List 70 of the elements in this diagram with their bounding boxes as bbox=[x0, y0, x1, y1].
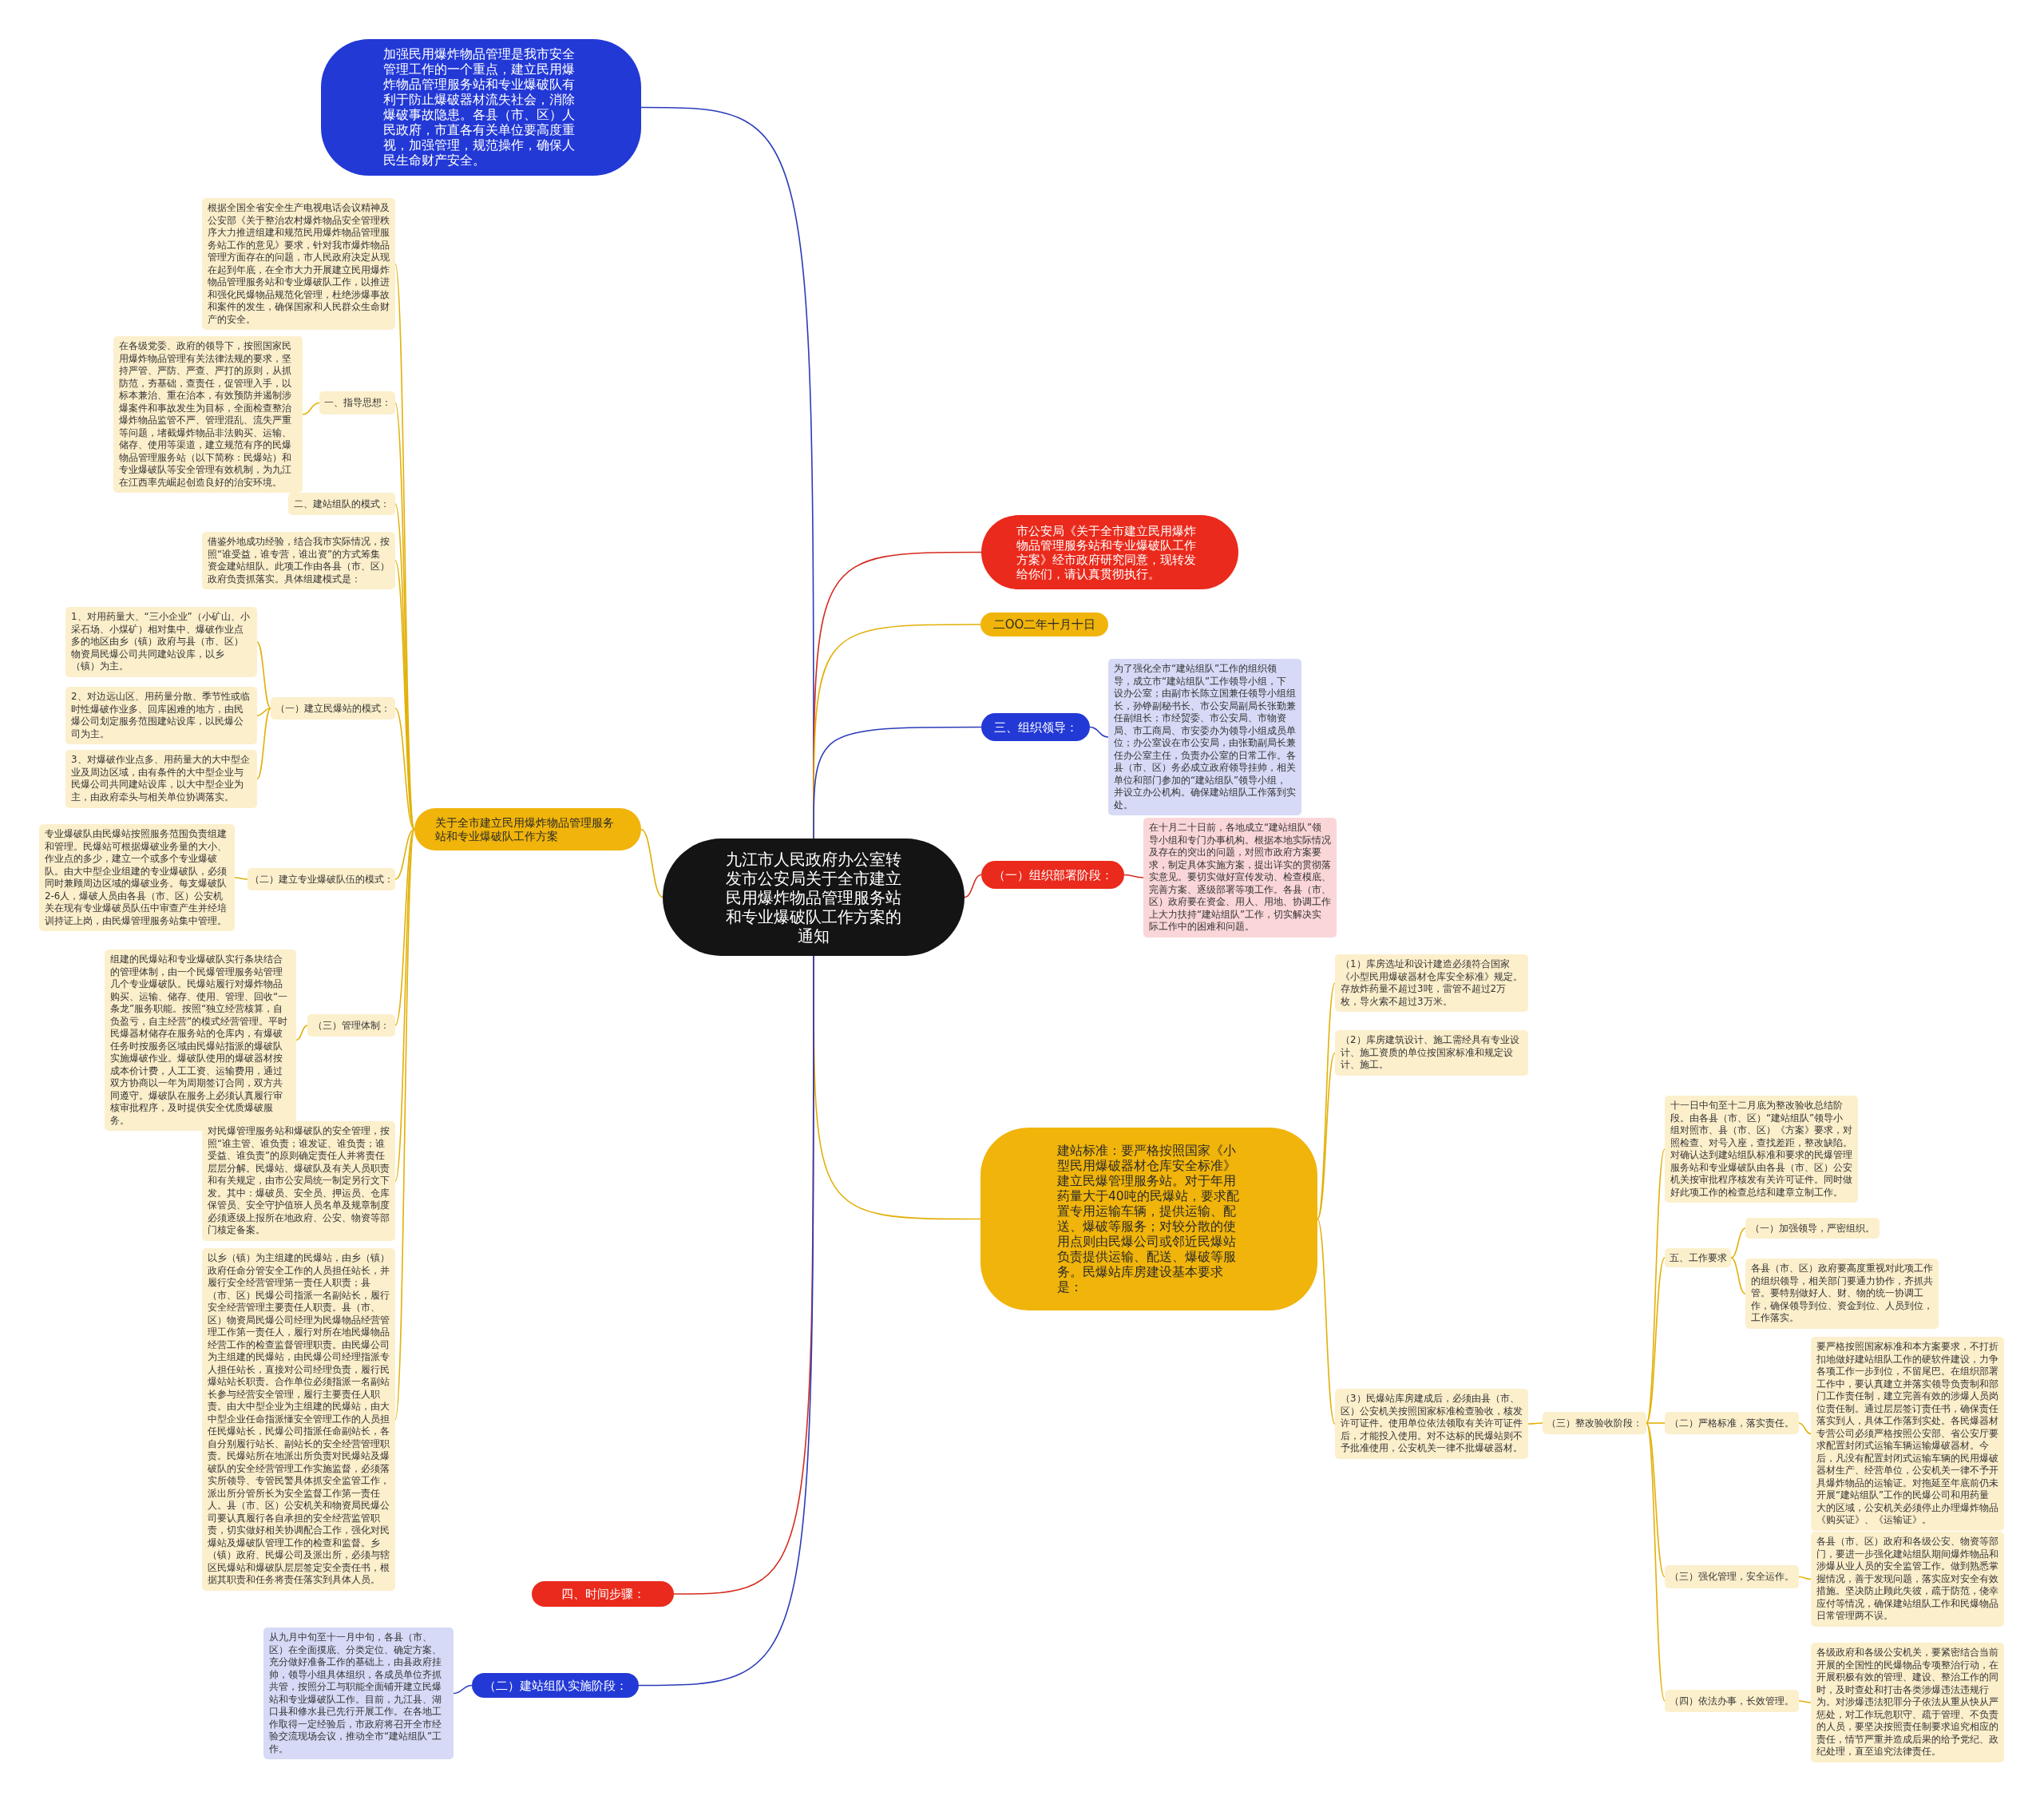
note-box: 各县（市、区）政府和各级公安、物资等部门，要进一步强化建站组队期间爆炸物品和涉爆从业人员的安全监管工作。做到熟悉掌握情况，善于发现问题，落实应对安全有效措施。坚决防止顾此失彼，疏于防范，侥幸应付等情况，确保建站组队工作和民爆物品日常管理两不误。 bbox=[1811, 1532, 2004, 1627]
connector-line bbox=[453, 1684, 473, 1695]
note-box: （2）库房建筑设计、施工需经具有专业设计、施工资质的单位按国家标准和规定设计、施工。 bbox=[1335, 1030, 1528, 1076]
central-topic: 九江市人民政府办公室转发市公安局关于全市建立民用爆炸物品管理服务站和专业爆破队工作方案的通知 bbox=[663, 839, 965, 956]
connector-line bbox=[964, 874, 982, 898]
subtopic-label: （二）建立专业爆破队伍的模式： bbox=[248, 868, 395, 890]
connector-line bbox=[813, 726, 982, 839]
topic-pill: （一）组织部署阶段： bbox=[981, 861, 1124, 889]
connector-line bbox=[256, 641, 271, 709]
note-box: 在各级党委、政府的领导下，按照国家民用爆炸物品管理有关法律法规的要求，坚持严管、严防、严查、严打的原则，从抓防范，夯基础，查责任，促管理入手，以标本兼治、重在治本，有效预防并遏制涉爆案件和事故发生为目标，全面检查整治爆炸物品监管不严、管理混乱、流失严重等问题，堵截爆炸物品非法购买、运输、储存、使用等渠道，建立规范有序的民爆物品管理服务站（以下简称：民爆站）和专业爆破队等安全管理有效机制，为九江在江西率先崛起创造良好的治安环境。 bbox=[113, 336, 303, 493]
connector-line bbox=[302, 402, 320, 415]
connector-line bbox=[1798, 1422, 1812, 1435]
note-box: （3）民爆站库房建成后，必须由县（市、区）公安机关按照国家标准检查验收，核发许可证件。使用单位依法领取有关许可证件后，才能投入使用。对不达标的民爆站则不予批准使用，公安机关一律不批爆破器材。 bbox=[1335, 1389, 1528, 1459]
connector-line bbox=[256, 708, 271, 716]
subtopic-label: （一）建立民爆站的模式： bbox=[271, 697, 395, 720]
subtopic-label: 一、指导思想： bbox=[319, 391, 395, 414]
connector-line bbox=[1089, 726, 1109, 738]
connector-line bbox=[394, 828, 415, 1026]
subtopic-label: 五、工作要求 bbox=[1665, 1248, 1731, 1267]
subtopic-label: （四）依法办事，长效管理。 bbox=[1665, 1690, 1799, 1712]
connector-line bbox=[1730, 1227, 1746, 1259]
note-box: 专业爆破队由民爆站按照服务范围负责组建和管理。民爆站可根据爆破业务量的大小、作业点的多少，建立一个或多个专业爆破队。由大中型企业组建的专业爆破队，必须同时兼顾周边区域的爆破业务。每支爆破队2-6人，爆破人员由各县（市、区）公安机关在现有专业爆破员队伍中审查产生并经培训持证上岗，由民爆管理服务站集中管理。 bbox=[39, 824, 235, 931]
topic-pill: 加强民用爆炸物品管理是我市安全管理工作的一个重点，建立民用爆炸物品管理服务站和专业爆破队有利于防止爆破器材流失社会，消除爆破事故隐患。各县（市、区）人民政府，市直各有关单位要高度重视，加强管理，规范操作，确保人民生命财产安全。 bbox=[321, 39, 641, 176]
connector-line bbox=[394, 828, 415, 1182]
connector-line bbox=[256, 708, 271, 780]
topic-pill: 建站标准：要严格按照国家《小型民用爆破器材仓库安全标准》建立民爆管理服务站。对于年用药量大于40吨的民爆站，要求配置专用运输车辆，提供运输、配送、爆破等服务；对较分散的使用点则由民爆公司或邻近民爆站负责提供运输、配送、爆破等服务。民爆站库房建设基本要求是： bbox=[980, 1128, 1317, 1310]
topic-pill: 关于全市建立民用爆炸物品管理服务站和专业爆破队工作方案 bbox=[414, 808, 641, 850]
note-box: 2、对边远山区、用药量分散、季节性或临时性爆破作业多、回库困难的地方，由民爆公司划定服务范围建站设库，以民爆公司为主。 bbox=[65, 687, 257, 744]
note-box: 以乡（镇）为主组建的民爆站，由乡（镇）政府任命分管安全工作的人员担任站长，并履行安全经营管理第一责任人职责；县（市、区）民爆公司指派一名副站长，履行安全经营管理主要责任人职责。县（市、区）物资局民爆公司经理为民爆物品经营管理工作第一责任人，履行对所在地民爆物品经营工作的检查监督管理职责。由民爆公司为主组建的民爆站，由民爆公司经理指派专人担任站长，直接对公司经理负责，履行民爆站站长职责。合作单位必须指派一名副站长参与经营安全管理，履行主要责任人职责。由大中型企业为主组建的民爆站，由大中型企业任命指派懂安全管理工作的人员担任民爆站长，民爆公司指派任命副站长，各自分别履行站长、副站长的安全经营管理职责。民爆站所在地派出所负责对民爆站及爆破队的安全经营管理工作实施监督，必须落实所领导、专管民警具体抓安全监管工作，派出所分管所长为安全监督工作第一责任人。县（市、区）公安机关和物资局民爆公司要认真履行各自承担的安全经营监管职责，切实做好相关协调配合工作，强化对民爆站及爆破队管理工作的检查和监督。乡（镇）政府、民爆公司及派出所，必须与辖区民爆站和爆破队层层签定安全责任书，根据其职责和任务将责任落实到具体人员。 bbox=[202, 1248, 395, 1591]
topic-pill: 三、组织领导： bbox=[981, 713, 1090, 741]
subtopic-label: （一）加强领导，严密组织。 bbox=[1745, 1218, 1880, 1239]
connector-line bbox=[1730, 1257, 1746, 1294]
connector-line bbox=[1317, 1052, 1336, 1220]
topic-pill: （二）建站组队实施阶段： bbox=[472, 1673, 639, 1698]
subtopic-label: 二、建站组队的模式： bbox=[288, 493, 395, 515]
note-box: 3、对爆破作业点多、用药量大的大中型企业及周边区域，由有条件的大中型企业与民爆公司共同建站设库，以大中型企业为主，由政府牵头与相关单位协调落实。 bbox=[65, 750, 257, 808]
connector-line bbox=[1798, 1700, 1812, 1703]
connector-line bbox=[1646, 1422, 1666, 1578]
note-box: （1）库房选址和设计建造必须符合国家《小型民用爆破器材仓库安全标准》规定。存放炸药量不超过3吨，雷管不超过2万枚，导火索不超过3万米。 bbox=[1335, 954, 1528, 1012]
note-box: 十一日中旬至十二月底为整改验收总结阶段。由各县（市、区）“建站组队”领导小组对照市、县（市、区）《方案》要求，对照检查、对号入座，查找差距，整改缺陷。对确认达到建站组队标准和要求的民爆管理服务站和专业爆破队由各县（市、区）公安机关按审批程序核发有关许可证件。同时做好此项工作的检查总结和建章立制工作。 bbox=[1665, 1096, 1858, 1203]
connector-line bbox=[638, 955, 814, 1687]
topic-pill: 四、时间步骤： bbox=[532, 1581, 674, 1607]
connector-line bbox=[1798, 1576, 1812, 1580]
note-box: 各级政府和各级公安机关，要紧密结合当前开展的全国性的民爆物品专项整治行动，在开展积极有效的管理、建设、整治工作的同时，及时查处和打击各类涉爆违法违规行为。对涉爆违法犯罪分子依法从重从快从严惩处，对工作玩忽职守、疏于管理、不负责的人员，要坚决按照责任制要求追究相应的责任，情节严重并造成后果的给予党纪、政纪处理，直至追究法律责任。 bbox=[1811, 1643, 2004, 1762]
connector-line bbox=[1123, 874, 1144, 878]
note-box: 在十月二十日前，各地成立“建站组队”领导小组和专门办事机构。根据本地实际情况及存在的突出的问题，对照市政府方案要求，制定具体实施方案，提出详实的贯彻落实意见。要切实做好宣传发动、检查模底、完善方案、逐级部署等项工作。各县（市、区）政府要在资金、用人、用地、协调工作上大力扶持“建站组队”工作，切实解决实际工作中的困难和问题。 bbox=[1143, 818, 1337, 938]
connector-line bbox=[1646, 1422, 1666, 1424]
connector-line bbox=[1527, 1422, 1543, 1425]
topic-pill: 市公安局《关于全市建立民用爆炸物品管理服务站和专业爆破队工作方案》经市政府研究同意，现转发给你们，请认真贯彻执行。 bbox=[981, 515, 1238, 589]
connector-line bbox=[394, 708, 415, 831]
connector-line bbox=[640, 828, 664, 898]
note-box: 根据全国全省安全生产电视电话会议精神及公安部《关于整治农村爆炸物品安全管理秩序大力推进组建和规范民用爆炸物品管理服务站工作的意见》要求，针对我市爆炸物品管理方面存在的问题，市人民政府决定从现在起到年底，在全市大力开展建立民用爆炸物品管理服务站和专业爆破队工作，以推进和强化民爆物品规范化管理，杜绝涉爆事故和案件的发生，确保国家和人民群众生命财产的安全。 bbox=[202, 198, 395, 330]
note-box: 各县（市、区）政府要高度重视对此项工作的组织领导，相关部门要通力协作，齐抓共管。要特别做好人、财、物的统一协调工作，确保领导到位、资金到位、人员到位，工作落实。 bbox=[1745, 1259, 1939, 1329]
connector-line bbox=[394, 828, 415, 880]
connector-line bbox=[1646, 1422, 1666, 1702]
note-box: 从九月中旬至十一月中旬，各县（市、区）在全面摸底、分类定位、确定方案、充分做好准备工作的基础上，由县政府挂帅，领导小组具体组织，各成员单位齐抓共管，按照分工与职能全面铺开建立民爆站和专业爆破队工作。目前，九江县、湖口县和修水县已先行开展工作。在各地工作取得一定经验后，市政府将召开全市经验交流现场会议，推动全市“建站组队”工作。 bbox=[263, 1628, 454, 1759]
topic-pill: 二OO二年十月十日 bbox=[980, 613, 1108, 636]
subtopic-label: （二）严格标准，落实责任。 bbox=[1665, 1412, 1799, 1434]
subtopic-label: （三）整改验收阶段： bbox=[1543, 1412, 1646, 1434]
note-box: 借鉴外地成功经验，结合我市实际情况，按照“谁受益，谁专营，谁出资”的方式筹集资金建站组队。此项工作由各县（市、区）政府负责抓落实。具体组建模式是： bbox=[202, 532, 395, 589]
note-box: 1、对用药量大、“三小企业”（小矿山、小采石场、小煤矿）相对集中、爆破作业点多的地区由乡（镇）政府与县（市、区）物资局民爆公司共同建站设库，以乡（镇）为主。 bbox=[65, 607, 257, 677]
note-box: 要严格按照国家标准和本方案要求，不打折扣地做好建站组队工作的硬软件建设，力争各项工作一步到位，不留尾巴。在组织部署工作中，要认真建立并落实领导负责制和部门工作责任制，建立完善有效的涉爆人员岗位责任制。通过层层签订责任书，确保责任落实到人，具体工作落到实处。各民爆器材专营公司必须严格按照公安部、省公安厅要求配置封闭式运输车辆运输爆破器材。今后，凡没有配置封闭式运输车辆的民用爆破器材生产、经营单位，公安机关一律不予开具爆炸物品的运输证。对拖延至年底前仍未开展“建站组队”工作的民爆公司和用药量大的区域，公安机关必须停止办理爆炸物品《购买证》、《运输证》。 bbox=[1811, 1337, 2004, 1531]
connector-line bbox=[234, 877, 248, 880]
connector-line bbox=[295, 1025, 308, 1041]
subtopic-label: （三）强化管理，安全运作。 bbox=[1665, 1565, 1799, 1588]
note-box: 对民爆管理服务站和爆破队的安全管理，按照“谁主管、谁负责；谁发证、谁负责；谁受益、谁负责”的原则确定责任人并将责任层层分解。民爆站、爆破队及有关人员职责和有关规定，由市公安局统一制定另行文下发。其中：爆破员、安全员、押运员、仓库保管员、安全守护值班人员名单及规章制度必须逐级上报所在地政府、公安、物资等部门核定备案。 bbox=[202, 1121, 395, 1241]
subtopic-label: （三）管理体制： bbox=[307, 1014, 395, 1037]
connector-line bbox=[1646, 1257, 1666, 1424]
note-box: 为了强化全市“建站组队”工作的组织领导，成立市“建站组队”工作领导小组，下设办公室；由副市长陈立国兼任领导小组组长，孙铮副秘书长、市公安局副局长张勤兼任副组长；市经贸委、市公安局、市物资局、市工商局、市安委办为领导小组成员单位；办公室设在市公安局，由张勤副局长兼任办公室主任，负责办公室的日常工作。各县（市、区）务必成立政府领导挂帅，相关单位和部门参加的“建站组队”领导小组，并设立办公机构。确保建站组队工作落到实处。 bbox=[1108, 659, 1301, 815]
connector-line bbox=[1317, 1218, 1336, 1425]
